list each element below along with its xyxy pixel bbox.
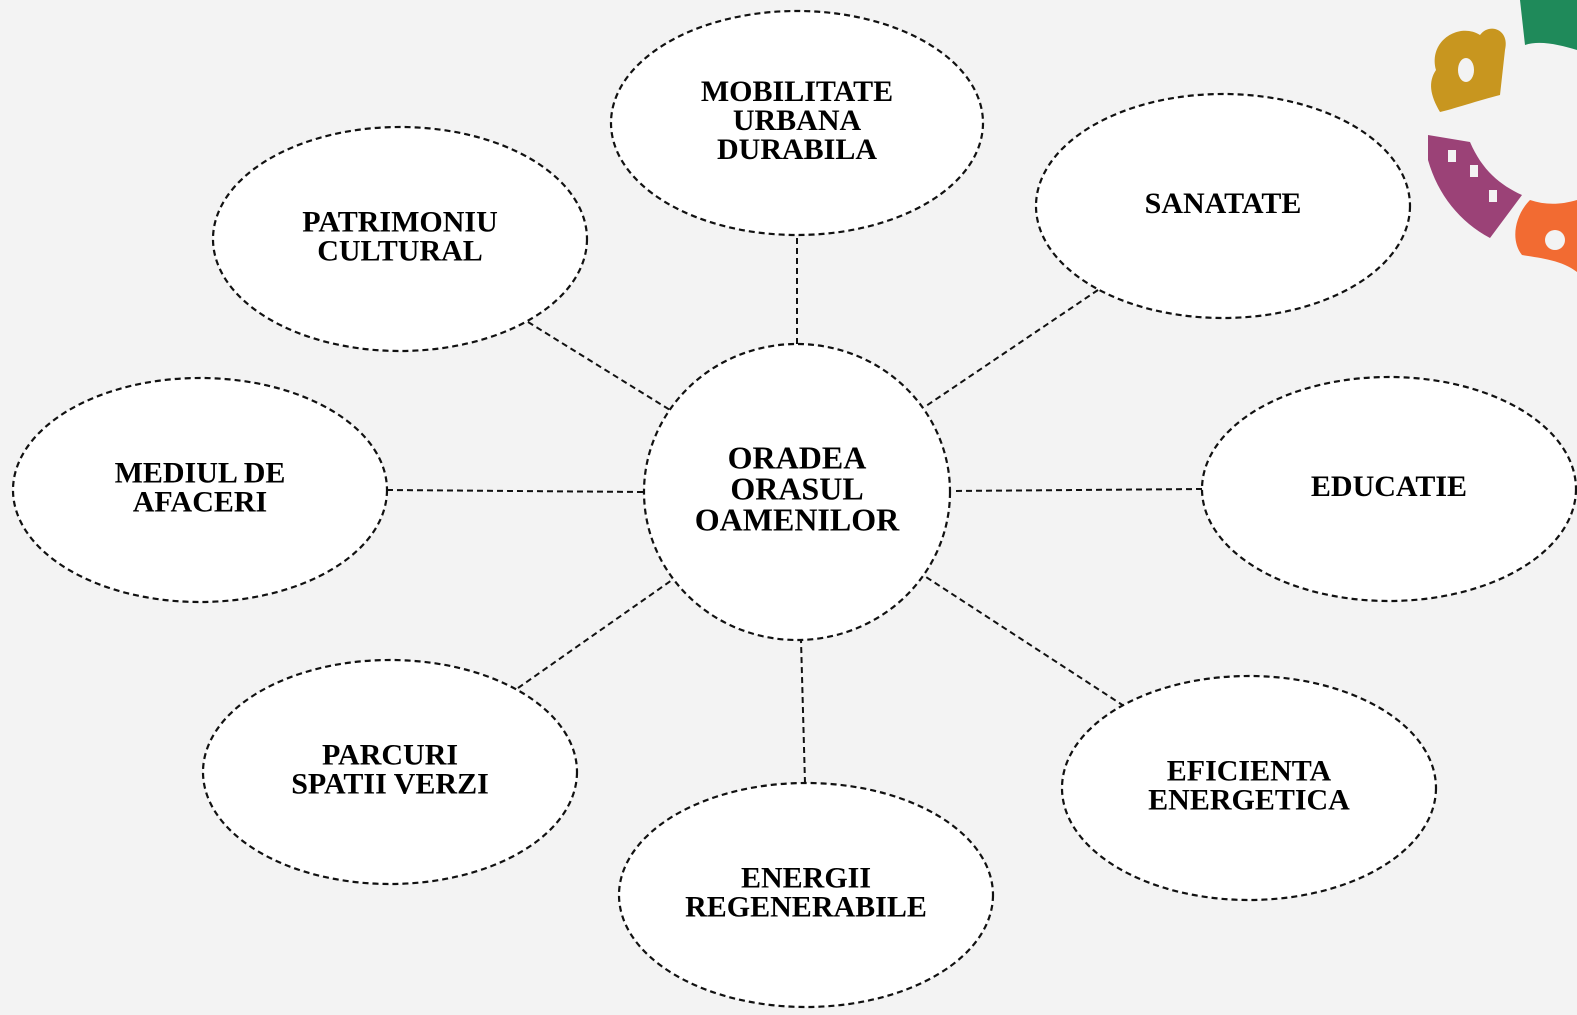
node-ellipse [11, 376, 389, 604]
logo-purple-icon [1428, 135, 1522, 238]
connector-parcuri [517, 579, 673, 689]
node-energii-label-line: ENERGII [741, 861, 871, 894]
logo-green-icon [1520, 0, 1577, 50]
node-educatie: EDUCATIE [1200, 375, 1577, 603]
logo-detail [1458, 58, 1474, 82]
node-ellipse [201, 658, 579, 886]
node-parcuri-label-line: PARCURI [322, 738, 458, 771]
logo-detail [1470, 165, 1478, 177]
node-patrimoniu-label-line: PATRIMONIU [302, 205, 498, 238]
node-sanatate-label-line: SANATATE [1145, 187, 1302, 220]
center-label-line: ORASUL [730, 470, 863, 506]
node-ellipse [211, 125, 589, 353]
center-ellipse [642, 342, 952, 642]
node-mobilitate-label-line: MOBILITATE [701, 75, 893, 108]
connector-energii [800, 639, 806, 784]
connector-patrimoniu [527, 321, 671, 411]
node-eficienta-label-line: EFICIENTA [1167, 754, 1332, 787]
node-mediul-label-line: MEDIUL DE [115, 456, 286, 489]
center-label-line: ORADEA [728, 439, 867, 475]
logo-detail [1448, 150, 1456, 162]
node-ellipse [609, 9, 985, 237]
node-patrimoniu-label-line: CULTURAL [317, 234, 483, 267]
city-logo [1428, 0, 1577, 272]
connector-educatie [951, 488, 1203, 492]
node-ellipse [1060, 674, 1438, 902]
connector-mediul [386, 489, 644, 493]
node-ellipse [617, 781, 995, 1009]
node-energii-label-line: REGENERABILE [685, 890, 927, 923]
node-ellipse [1200, 375, 1577, 603]
node-mobilitate-label-line: DURABILA [717, 133, 877, 166]
node-mobilitate-label-line: URBANA [733, 104, 862, 137]
node-educatie-label-line: EDUCATIE [1311, 470, 1467, 503]
node-ellipse [1034, 92, 1412, 320]
logo-detail [1489, 190, 1497, 202]
node-mediul-label-line: AFACERI [133, 485, 267, 518]
node-sanatate: SANATATE [1034, 92, 1412, 320]
logo-detail [1545, 230, 1565, 250]
connector-eficienta [925, 576, 1125, 707]
center-label-line: OAMENILOR [695, 501, 900, 537]
connector-lines [386, 238, 1203, 784]
node-eficienta-label-line: ENERGETICA [1148, 783, 1350, 816]
connector-sanatate [925, 289, 1099, 407]
node-parcuri-label-line: SPATII VERZI [291, 767, 489, 800]
